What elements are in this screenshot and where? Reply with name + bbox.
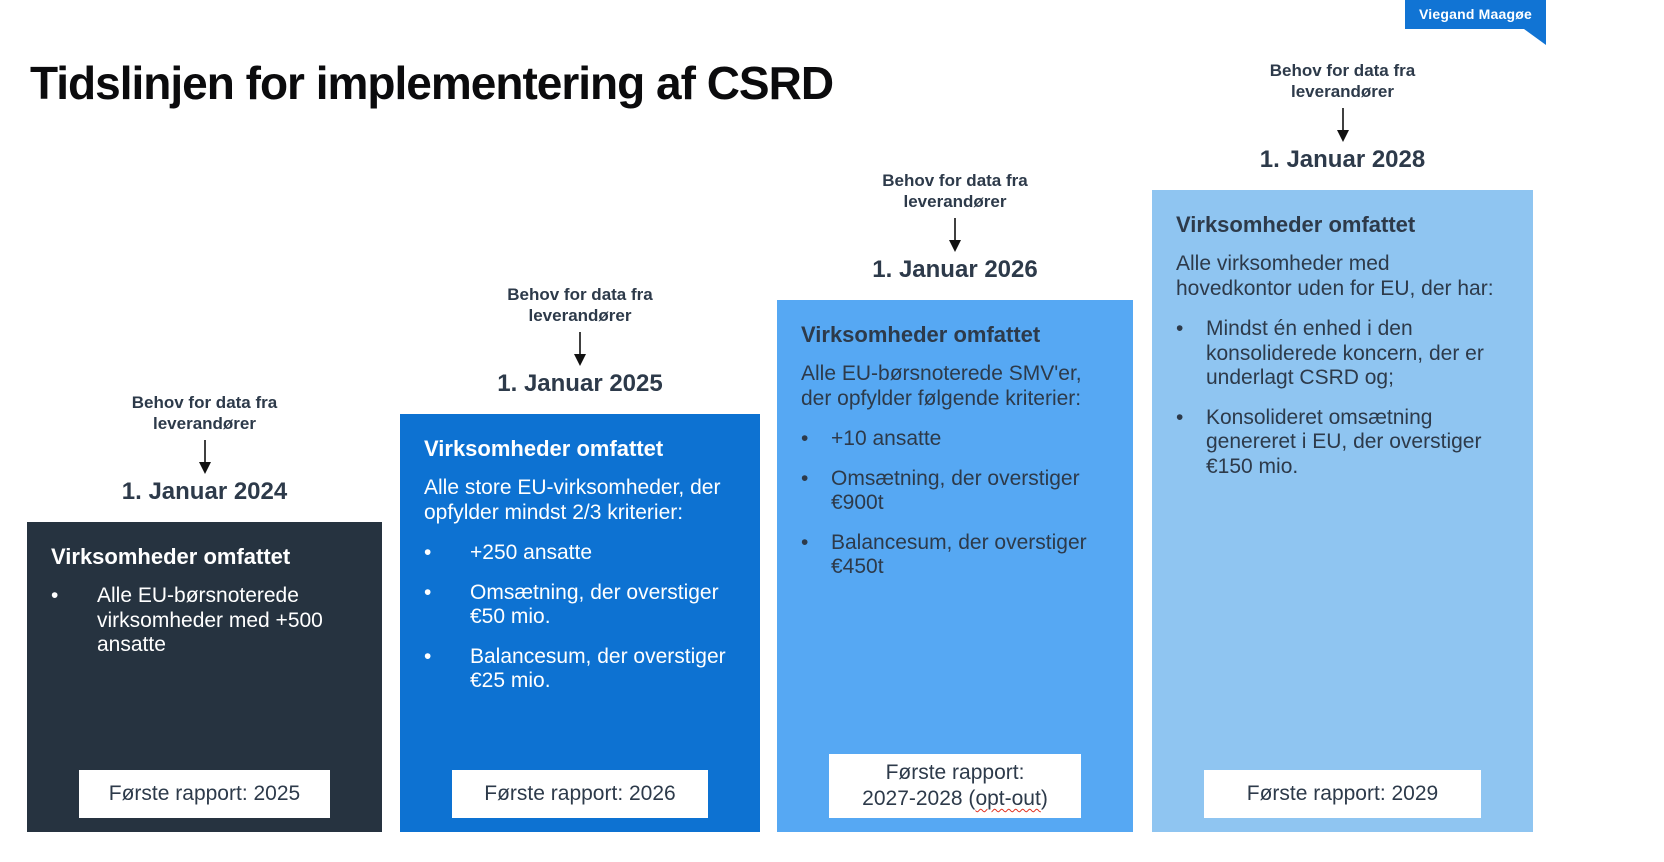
bullet-text: +250 ansatte [470,541,593,565]
bullet-text: Omsætning, der overstiger €50 mio. [470,580,719,629]
bullet-item: • +10 ansatte [801,427,1109,452]
report-line1: Første rapport: 2029 [1246,781,1439,805]
logo-text: Viegand Maagøe [1418,6,1532,22]
bullet-item: • Omsætning, der overstiger €50 mio. [424,581,736,630]
bullet-text: Balancesum, der overstiger €25 mio. [470,644,726,693]
bullet-item: • +250 ansatte [424,541,736,566]
bullet-list: • +10 ansatte • Omsætning, der overstiger €… [801,427,1109,595]
date-label: 1. Januar 2026 [872,256,1038,283]
box-heading: Virksomheder omfattet [424,436,664,461]
bullet-item: • Alle EU-børsnoterede virksomheder med +… [51,584,358,658]
down-arrow-icon [1336,108,1349,142]
report-line1: Første rapport: [885,760,1025,784]
report-line2-close: ) [1040,786,1048,810]
report-line2: 2027-2028 ( [862,786,976,810]
bullet-dot: • [1176,405,1184,429]
box-intro: Alle store EU-virksomheder, der opfylder… [424,476,721,524]
supplier-need-label: Behov for data fra leverandører [1269,60,1416,101]
bullet-list: • +250 ansatte • Omsætning, der overstiger … [424,541,736,709]
supplier-need-label: Behov for data fra leverandører [507,284,653,325]
bullet-text: Omsætning, der overstiger €900t [831,466,1080,515]
bullet-item: • Balancesum, der overstiger €25 mio. [424,645,736,694]
bullet-list: • Alle EU-børsnoterede virksomheder med +… [51,584,358,673]
supplier-need-label: Behov for data fra leverandører [882,170,1028,211]
timeline-column-2024: Behov for data fra leverandører 1. Januar… [27,392,382,832]
bullet-dot: • [424,644,432,668]
logo-badge: Viegand Maagøe [1404,0,1547,45]
bullet-dot: • [1176,317,1184,341]
column-header: Behov for data fra leverandører 1. Januar… [777,170,1133,285]
down-arrow-icon [574,332,586,366]
bullet-text: Alle EU-børsnoterede virksomheder med +5… [97,584,323,657]
page-title: Tidslinjen for implementering af CSRD [30,57,834,109]
bullet-item: • Konsolideret omsætning genereret i EU, … [1176,406,1509,480]
timeline-column-2028: Behov for data fra leverandører 1. Januar… [1152,60,1533,832]
report-line1: Første rapport: 2025 [108,781,301,805]
timeline-column-2026: Behov for data fra leverandører 1. Januar… [777,170,1133,832]
timeline-column-2025: Behov for data fra leverandører 1. Januar… [400,284,760,832]
bullet-item: • Mindst én enhed i den konsoliderede kon… [1176,317,1509,391]
first-report-box: Første rapport: 2029 [1204,770,1481,818]
box-intro: Alle virksomheder med hovedkontor uden f… [1176,252,1494,300]
column-header: Behov for data fra leverandører 1. Januar… [400,284,760,399]
bullet-text: Mindst én enhed i den konsoliderede konc… [1206,317,1484,390]
bullet-dot: • [424,580,432,604]
bullet-item: • Balancesum, der overstiger €450t [801,531,1109,580]
date-label: 1. Januar 2025 [497,370,663,397]
date-label: 1. Januar 2028 [1259,146,1426,173]
box-heading: Virksomheder omfattet [51,544,291,569]
company-box: Virksomheder omfattet • Alle EU-børsnotere… [27,522,382,832]
bullet-text: Konsolideret omsætning genereret i EU, d… [1206,405,1482,478]
bullet-dot: • [801,530,809,554]
first-report-box: Første rapport: 2026 [452,770,708,818]
box-heading: Virksomheder omfattet [1176,212,1416,237]
first-report-box: Første rapport: 2025 [79,770,330,818]
box-intro: Alle EU-børsnoterede SMV'er, der opfylde… [801,362,1082,410]
bullet-text: +10 ansatte [831,427,942,451]
down-arrow-icon [949,218,961,252]
bullet-dot: • [51,584,59,607]
column-header: Behov for data fra leverandører 1. Januar… [27,392,382,507]
bullet-dot: • [424,541,432,565]
supplier-need-label: Behov for data fra leverandører [131,392,278,433]
bullet-list: • Mindst én enhed i den konsoliderede kon… [1176,317,1509,494]
bullet-item: • Omsætning, der overstiger €900t [801,467,1109,516]
report-line1: Første rapport: 2026 [484,781,676,805]
box-heading: Virksomheder omfattet [801,322,1041,347]
bullet-dot: • [801,427,809,451]
bullet-text: Balancesum, der overstiger €450t [831,530,1087,579]
bullet-dot: • [801,466,809,490]
down-arrow-icon [198,440,211,474]
first-report-box: Første rapport:2027-2028 (opt-out) [829,753,1081,818]
date-label: 1. Januar 2024 [121,478,288,505]
column-header: Behov for data fra leverandører 1. Januar… [1152,60,1533,175]
opt-out-underlined: opt-out [975,786,1041,810]
